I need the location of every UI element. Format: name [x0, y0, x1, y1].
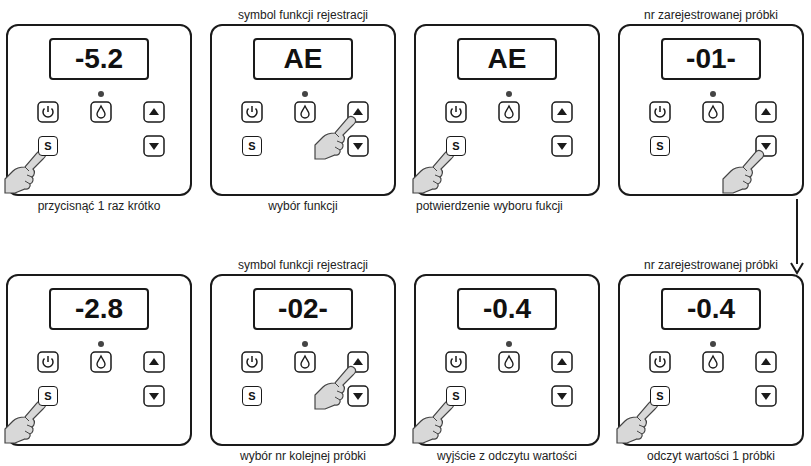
down-button — [348, 136, 368, 156]
pointing-hand — [5, 150, 46, 193]
display-window: -0.4 — [457, 288, 557, 330]
display-window: -5.2 — [49, 38, 149, 80]
indicator-dot — [506, 91, 512, 97]
step-caption: wybór nr kolejnej próbki — [212, 449, 394, 463]
power-button — [242, 102, 262, 122]
step-caption: odczyt wartości 1 próbki — [620, 449, 802, 463]
drop-button — [91, 352, 111, 372]
s-button: S — [446, 136, 466, 156]
power-button — [650, 352, 670, 372]
display-window: -02- — [253, 288, 353, 330]
drop-button — [499, 352, 519, 372]
s-button: S — [650, 136, 670, 156]
function-caption: symbol funkcji rejestracji — [212, 258, 394, 272]
down-button — [144, 386, 164, 406]
flow-arrow — [791, 199, 803, 273]
indicator-dot — [710, 341, 716, 347]
down-button — [552, 386, 572, 406]
display-value: -2.8 — [75, 293, 123, 325]
down-button — [756, 386, 776, 406]
drop-button — [295, 102, 315, 122]
pointing-hand — [617, 400, 658, 443]
s-button: S — [38, 386, 58, 406]
pointing-hand — [413, 150, 454, 193]
display-window: -2.8 — [49, 288, 149, 330]
drop-button — [91, 102, 111, 122]
indicator-dot — [302, 91, 308, 97]
device-panel: nr zarejestrowanej próbki-01-S — [618, 24, 804, 196]
indicator-dot — [710, 91, 716, 97]
device-panel: nr zarejestrowanej próbkiodczyt wartości… — [618, 274, 804, 446]
s-button: S — [446, 386, 466, 406]
power-button — [446, 352, 466, 372]
up-button — [756, 352, 776, 372]
display-value: -0.4 — [687, 293, 735, 325]
device-panel: -2.8S — [6, 274, 192, 446]
display-value: AE — [284, 43, 323, 75]
step-caption: wybór funkcji — [212, 199, 394, 213]
indicator-dot — [302, 341, 308, 347]
indicator-dot — [98, 91, 104, 97]
up-button — [552, 352, 572, 372]
device-panel: symbol funkcji rejestracjiwybór funkcjiA… — [210, 24, 396, 196]
up-button — [552, 102, 572, 122]
device-panel: potwierdzenie wyboru fukcjiAES — [414, 24, 600, 196]
button-letter: S — [44, 140, 51, 152]
power-button — [650, 102, 670, 122]
device-panel: wyjście z odczytu wartości-0.4S — [414, 274, 600, 446]
up-button — [756, 102, 776, 122]
function-caption: nr zarejestrowanej próbki — [620, 8, 802, 22]
display-window: AE — [253, 38, 353, 80]
display-value: -01- — [686, 43, 736, 75]
s-button: S — [650, 386, 670, 406]
down-button — [348, 386, 368, 406]
power-button — [446, 102, 466, 122]
display-window: -0.4 — [661, 288, 761, 330]
step-caption: przycisnąć 1 raz krótko — [8, 199, 190, 213]
function-caption: symbol funkcji rejestracji — [212, 8, 394, 22]
display-window: AE — [457, 38, 557, 80]
pointing-hand — [315, 116, 356, 159]
button-letter: S — [452, 140, 459, 152]
device-panel: symbol funkcji rejestracjiwybór nr kolej… — [210, 274, 396, 446]
up-button — [144, 102, 164, 122]
step-caption: wyjście z odczytu wartości — [416, 449, 598, 463]
button-letter: S — [44, 390, 51, 402]
button-letter: S — [248, 390, 255, 402]
display-value: -5.2 — [75, 43, 123, 75]
step-caption: potwierdzenie wyboru fukcji — [416, 199, 566, 213]
display-window: -01- — [661, 38, 761, 80]
drop-button — [703, 352, 723, 372]
down-button — [144, 136, 164, 156]
indicator-dot — [98, 341, 104, 347]
display-value: AE — [488, 43, 527, 75]
power-button — [38, 102, 58, 122]
indicator-dot — [506, 341, 512, 347]
drop-button — [295, 352, 315, 372]
pointing-hand — [413, 400, 454, 443]
device-panel: przycisnąć 1 raz krótko-5.2S — [6, 24, 192, 196]
s-button: S — [242, 136, 262, 156]
pointing-hand — [315, 366, 356, 409]
pointing-hand — [723, 150, 764, 193]
button-letter: S — [452, 390, 459, 402]
down-button — [552, 136, 572, 156]
s-button: S — [38, 136, 58, 156]
display-value: -02- — [278, 293, 328, 325]
power-button — [38, 352, 58, 372]
display-value: -0.4 — [483, 293, 531, 325]
power-button — [242, 352, 262, 372]
s-button: S — [242, 386, 262, 406]
button-letter: S — [248, 140, 255, 152]
function-caption: nr zarejestrowanej próbki — [620, 258, 802, 272]
drop-button — [499, 102, 519, 122]
button-letter: S — [656, 140, 663, 152]
up-button — [144, 352, 164, 372]
pointing-hand — [5, 400, 46, 443]
button-letter: S — [656, 390, 663, 402]
drop-button — [703, 102, 723, 122]
